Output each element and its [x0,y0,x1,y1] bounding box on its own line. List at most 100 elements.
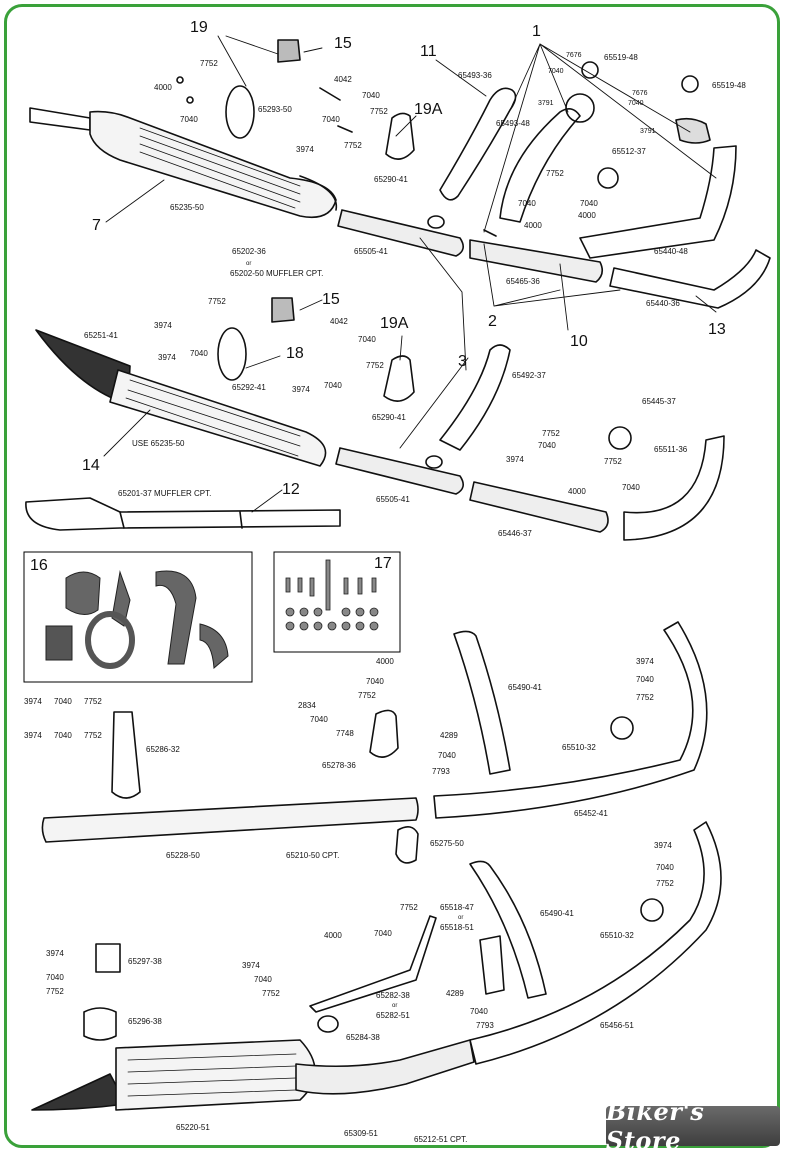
clamp-65275-50 [395,826,419,864]
pipe-65309-51 [295,1039,475,1095]
part-label: 3791 [538,100,554,107]
part-label: 65220-51 [176,1123,210,1132]
part-label: 65290-41 [374,175,408,184]
part-label: 7040 [374,929,392,938]
part-label: 65519-48 [604,53,638,62]
clamp-65284-38 [317,1015,339,1033]
clamp-65510-32-a [610,716,634,740]
pipe-tee-65505-41-mid [335,447,464,495]
callout-14: 14 [82,457,100,474]
part-label: 7040 [358,335,376,344]
clamp-65510-32-b [640,898,664,922]
callout-17: 17 [374,555,392,572]
part-label: 4289 [446,989,464,998]
callout-19: 19 [190,19,208,36]
pipe-65440-36 [609,249,771,309]
part-label: 65296-38 [128,1017,162,1026]
part-label: 7752 [636,693,654,702]
pipe-65456-51 [469,821,722,1065]
part-label: 7752 [656,879,674,888]
part-label: 3974 [24,697,42,706]
part-label: 7752 [400,903,418,912]
part-label: 7040 [518,199,536,208]
part-label: 3974 [158,353,176,362]
part-label: 3974 [24,731,42,740]
part-label: 65228-50 [166,851,200,860]
part-label: 7040 [538,441,556,450]
callout-1: 1 [532,23,541,40]
part-label: 7752 [84,731,102,740]
callout-15-top: 15 [334,35,352,52]
callout-11: 11 [420,43,437,60]
pipe-65446-37 [469,481,609,533]
part-label: 7040 [190,349,208,358]
callout-10: 10 [570,333,588,350]
bracket-65518-51 [479,935,505,995]
part-label: 7793 [432,767,450,776]
part-label: 65511-36 [654,445,688,454]
part-label: 65492-37 [512,371,546,380]
part-label: 65440-48 [654,247,688,256]
callout-13: 13 [708,321,726,338]
part-label: 7040 [324,381,342,390]
part-label: 7752 [542,429,560,438]
part-label: 65512-37 [612,147,646,156]
part-label: 65235-50 [170,203,204,212]
part-label: 65505-41 [376,495,410,504]
part-label: 65293-50 [258,105,292,114]
part-label: 7040 [46,973,64,982]
part-label: 7752 [358,691,376,700]
part-label: 65510-32 [562,743,596,752]
part-label: 65278-36 [322,761,356,770]
clamp-65296-38 [83,1007,117,1041]
callout-19a-mid: 19A [380,315,409,332]
part-label: 65505-41 [354,247,388,256]
part-label: 4000 [524,221,542,230]
hardware-set-17 [285,559,379,631]
part-label: 65445-37 [642,397,676,406]
part-label: or [392,1003,398,1009]
part-label: 4000 [376,657,394,666]
part-label: 4000 [324,931,342,940]
part-label: 65201-37 MUFFLER CPT. [118,489,212,498]
callout-19a-top: 19A [414,101,443,118]
part-label: 4289 [440,731,458,740]
callout-18: 18 [286,345,304,362]
part-label: 7040 [470,1007,488,1016]
inset-hardware-17 [273,551,401,653]
muffler-65235-50-top [29,107,338,219]
part-label: 65446-37 [498,529,532,538]
part-label: 7793 [476,1021,494,1030]
pipe-65490-41-a [453,630,511,775]
part-label: 65202-50 MUFFLER CPT. [230,269,324,278]
part-label: 65518-51 [440,923,474,932]
pipe-65493-48 [499,108,581,223]
part-label: 65290-41 [372,413,406,422]
part-label: 65251-41 [84,331,118,340]
part-label: 7040 [310,715,328,724]
part-label: 7040 [548,68,564,75]
part-label: 3974 [636,657,654,666]
part-label: 7040 [254,975,272,984]
part-label: 4042 [330,317,348,326]
part-label: 4042 [334,75,352,84]
part-label: 4000 [578,211,596,220]
bracket-65290-41-mid [383,355,415,402]
clamp-set-16 [45,570,229,670]
part-label: 3974 [292,385,310,394]
part-label: 65202-36 [232,247,266,256]
callout-7: 7 [92,217,101,234]
part-label: 65490-41 [540,909,574,918]
bikers-store-watermark: Biker's Store [606,1097,780,1155]
part-label: 7040 [622,483,640,492]
part-label: 65282-38 [376,991,410,1000]
pipe-65445-37 [623,435,725,541]
part-label: 7040 [628,100,644,107]
part-label: 65518-47 [440,903,474,912]
part-label: 7752 [208,297,226,306]
part-label: 7676 [632,90,648,97]
part-label: 65309-51 [344,1129,378,1138]
part-label: 2834 [298,701,316,710]
bracket-65297-38 [95,943,121,973]
